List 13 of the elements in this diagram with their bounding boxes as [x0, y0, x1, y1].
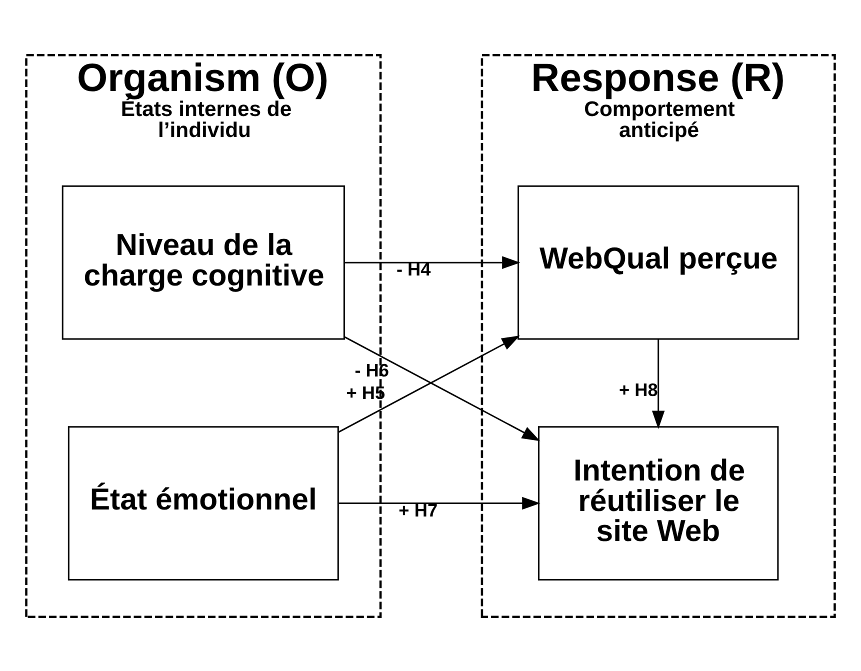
- arrow: [338, 496, 540, 510]
- node-box: Intention de réutiliser le site Web: [538, 426, 779, 580]
- edge-label: + H7: [398, 500, 438, 520]
- arrow: [344, 336, 540, 441]
- node-box: État émotionnel: [68, 426, 339, 580]
- edge-label: + H5: [346, 382, 386, 402]
- edge-label: - H4: [396, 259, 431, 280]
- arrow: [344, 256, 520, 268]
- arrow: [652, 338, 665, 428]
- arrow: [338, 334, 520, 432]
- node-box: WebQual perçue: [518, 184, 800, 340]
- edge-label: + H8: [618, 380, 658, 400]
- node-box: Niveau de la charge cognitive: [62, 184, 345, 340]
